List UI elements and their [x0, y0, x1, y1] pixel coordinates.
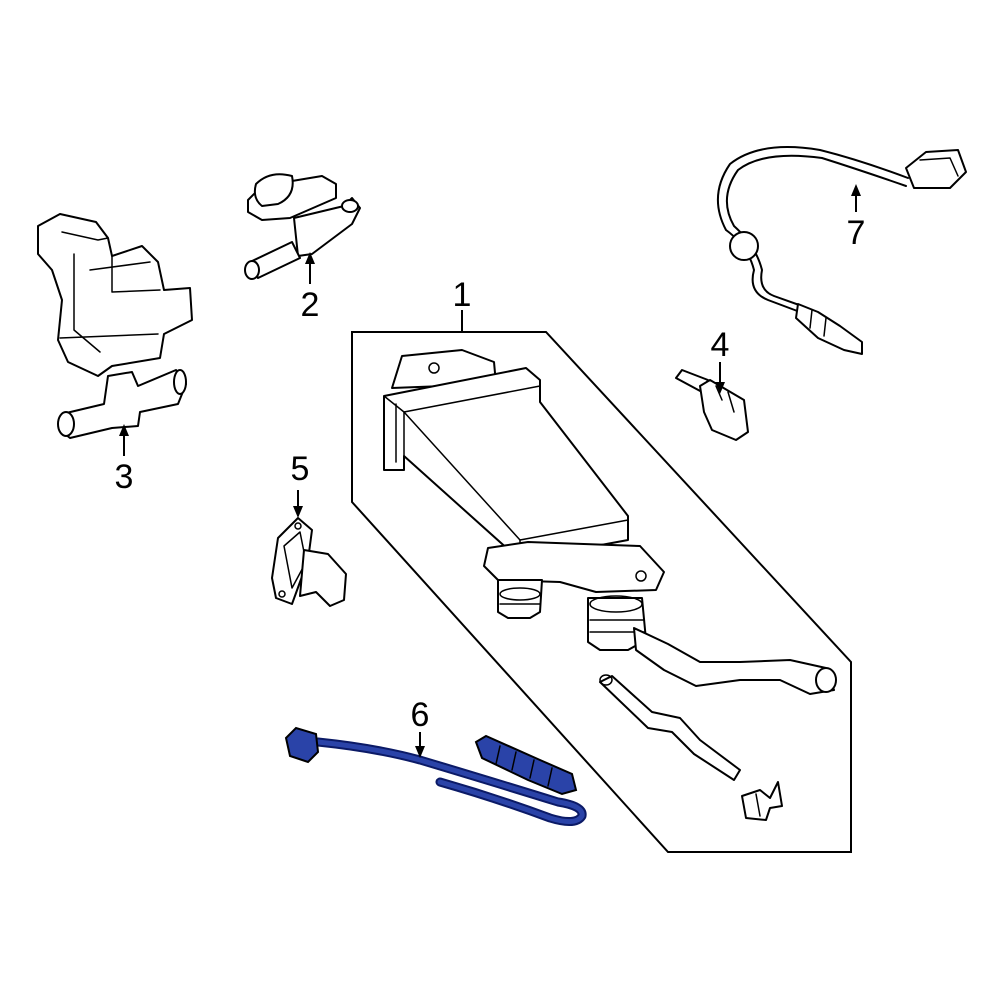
part-1-charcoal-canister[interactable] — [383, 349, 837, 695]
callout-4: 4 — [711, 326, 730, 394]
callout-3: 3 — [115, 424, 134, 496]
callout-1: 1 — [453, 276, 472, 332]
callout-label-2: 2 — [301, 286, 320, 324]
vent-hose[interactable] — [599, 674, 741, 781]
callout-label-7: 7 — [847, 214, 866, 252]
callout-2: 2 — [301, 252, 320, 324]
part-3-vsv-valve[interactable] — [37, 213, 193, 439]
part-6-oxygen-sensor[interactable] — [284, 726, 587, 826]
part-5-housing[interactable] — [271, 517, 347, 607]
callout-6: 6 — [411, 696, 430, 758]
callout-7: 7 — [847, 184, 866, 252]
callout-label-5: 5 — [291, 450, 310, 488]
callout-5: 5 — [291, 450, 310, 518]
callout-label-4: 4 — [711, 326, 730, 364]
part-7-sensor-harness[interactable] — [716, 146, 967, 355]
hose-clamp[interactable] — [741, 781, 783, 821]
canister-group-outline — [351, 331, 852, 853]
callout-label-1: 1 — [453, 276, 472, 314]
part-2-vacuum-valve[interactable] — [244, 173, 361, 280]
callout-label-3: 3 — [115, 458, 134, 496]
callout-label-6: 6 — [411, 696, 430, 734]
part-4-sensor[interactable] — [675, 369, 749, 441]
